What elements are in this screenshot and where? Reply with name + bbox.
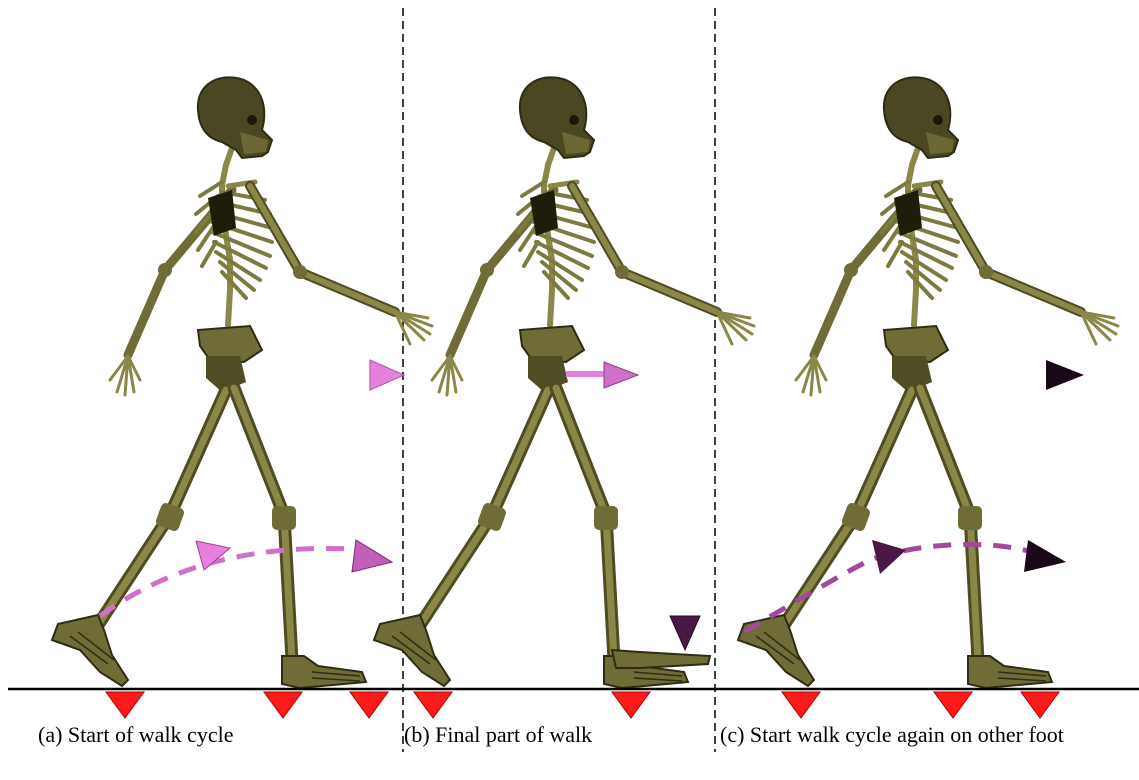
raised-foot-b <box>612 650 710 668</box>
hip-motion-arrow-c <box>922 360 1084 390</box>
foot-down-arrow-b <box>670 580 700 650</box>
caption-panel-a: (a) Start of walk cycle <box>38 724 233 746</box>
foot-contact-marker <box>612 692 650 718</box>
foot-contact-marker <box>414 692 452 718</box>
hip-motion-arrow-a <box>250 360 404 390</box>
foot-contact-marker <box>782 692 820 718</box>
skeleton-figure-b <box>374 77 754 688</box>
caption-panel-c: (c) Start walk cycle again on other foot <box>720 724 1064 746</box>
foot-contact-marker <box>1021 692 1059 718</box>
foot-contact-marker <box>106 692 144 718</box>
foot-contact-marker <box>264 692 302 718</box>
foot-contact-marker <box>934 692 972 718</box>
hip-motion-arrow-b <box>566 362 638 388</box>
caption-panel-b: (b) Final part of walk <box>404 724 592 746</box>
foot-contact-marker <box>350 692 388 718</box>
foot-contact-markers <box>106 692 1059 718</box>
